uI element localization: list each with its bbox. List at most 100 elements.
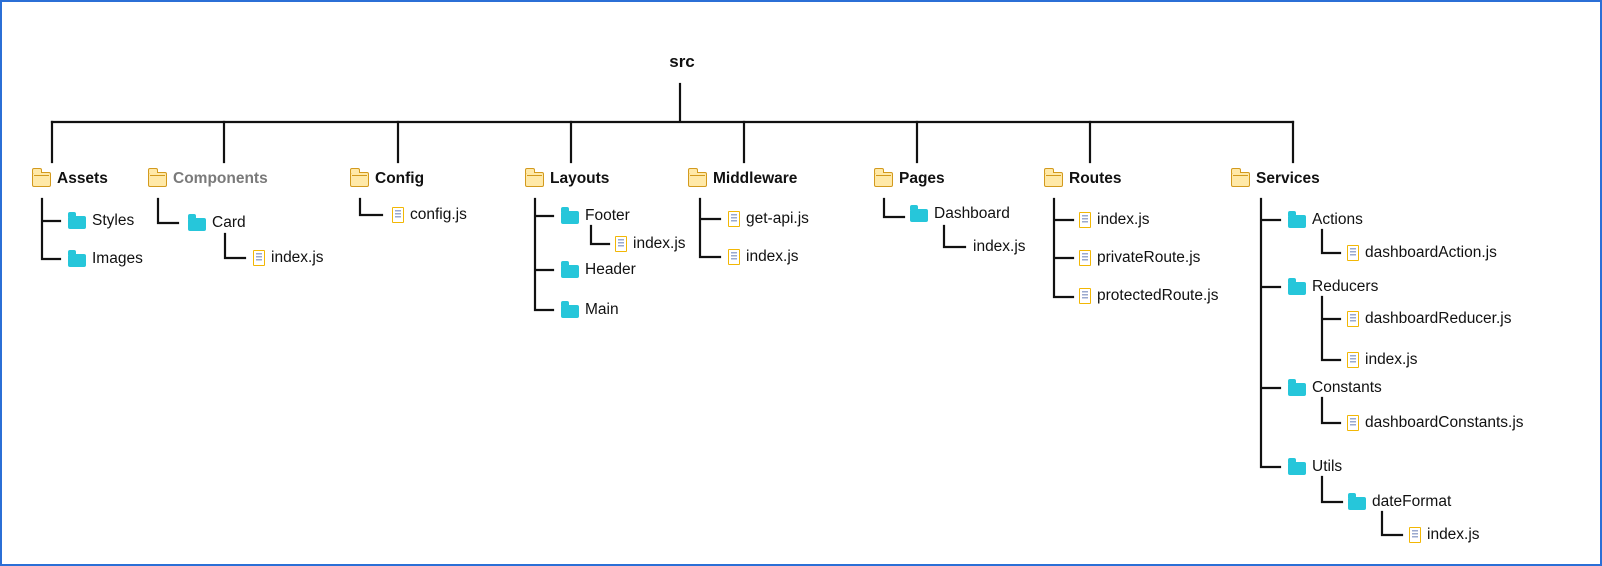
file-label: dashboardAction.js (1365, 244, 1497, 261)
folder-icon (1288, 457, 1306, 475)
folder-middleware[interactable]: Middleware (687, 167, 798, 189)
folder-constants[interactable]: Constants (1288, 378, 1382, 398)
folder-layouts[interactable]: Layouts (524, 167, 610, 189)
file-dashboard-index[interactable]: index.js (973, 237, 1026, 257)
folder-components[interactable]: Components (147, 167, 268, 189)
folder-icon (1288, 210, 1306, 228)
file-dashboard-constants[interactable]: dashboardConstants.js (1347, 413, 1524, 433)
folder-open-icon (31, 167, 51, 187)
file-label: index.js (746, 248, 799, 265)
js-file-icon (1079, 250, 1091, 266)
folder-label: Config (375, 170, 425, 187)
folder-icon (561, 206, 579, 224)
folder-open-icon (687, 167, 707, 187)
folder-label: Actions (1312, 211, 1363, 228)
folder-open-icon (147, 167, 167, 187)
file-middleware-index[interactable]: index.js (728, 247, 799, 267)
file-label: index.js (633, 235, 686, 252)
js-file-icon (1409, 527, 1421, 543)
folder-label: Assets (57, 170, 108, 187)
folder-label: Layouts (550, 170, 610, 187)
folder-routes[interactable]: Routes (1043, 167, 1122, 189)
folder-services[interactable]: Services (1230, 167, 1320, 189)
folder-icon (68, 249, 86, 267)
js-file-icon (1079, 212, 1091, 228)
js-file-icon (728, 249, 740, 265)
folder-label: Middleware (713, 170, 798, 187)
folder-pages[interactable]: Pages (873, 167, 945, 189)
folder-icon (1348, 492, 1366, 510)
file-label: index.js (1365, 351, 1418, 368)
file-label: index.js (1097, 211, 1150, 228)
folder-icon (561, 260, 579, 278)
folder-icon (68, 211, 86, 229)
file-label: index.js (1427, 526, 1480, 543)
folder-assets[interactable]: Assets (31, 167, 108, 189)
folder-label: dateFormat (1372, 493, 1452, 510)
folder-open-icon (349, 167, 369, 187)
folder-label: Card (212, 214, 246, 231)
folder-utils[interactable]: Utils (1288, 457, 1342, 477)
file-label: get-api.js (746, 210, 809, 227)
folder-main[interactable]: Main (561, 300, 619, 320)
js-file-icon (1347, 415, 1359, 431)
file-get-api[interactable]: get-api.js (728, 209, 809, 229)
js-file-icon (392, 207, 404, 223)
js-file-icon (728, 211, 740, 227)
file-label: privateRoute.js (1097, 249, 1201, 266)
file-protected-route[interactable]: protectedRoute.js (1079, 286, 1219, 306)
js-file-icon (1347, 245, 1359, 261)
folder-icon (910, 204, 928, 222)
file-private-route[interactable]: privateRoute.js (1079, 248, 1200, 268)
file-date-format-index[interactable]: index.js (1409, 525, 1480, 545)
folder-open-icon (873, 167, 893, 187)
folder-label: Constants (1312, 379, 1382, 396)
folder-label: Images (92, 250, 143, 267)
folder-date-format[interactable]: dateFormat (1348, 492, 1451, 512)
folder-config[interactable]: Config (349, 167, 425, 189)
folder-label: Utils (1312, 458, 1343, 475)
folder-label: Dashboard (934, 205, 1010, 222)
folder-icon (1288, 378, 1306, 396)
file-label: protectedRoute.js (1097, 287, 1219, 304)
file-dashboard-action[interactable]: dashboardAction.js (1347, 243, 1497, 263)
file-footer-index[interactable]: index.js (615, 234, 686, 254)
file-label: config.js (410, 206, 467, 223)
folder-header[interactable]: Header (561, 260, 636, 280)
file-dashboard-reducer[interactable]: dashboardReducer.js (1347, 309, 1512, 329)
folder-label: Styles (92, 212, 135, 229)
folder-label: Services (1256, 170, 1320, 187)
folder-reducers[interactable]: Reducers (1288, 277, 1378, 297)
root-folder-label: src (669, 52, 695, 71)
folder-open-icon (524, 167, 544, 187)
folder-label: Components (173, 170, 268, 187)
js-file-icon (1079, 288, 1091, 304)
folder-label: Pages (899, 170, 945, 187)
folder-open-icon (1043, 167, 1063, 187)
file-label: dashboardReducer.js (1365, 310, 1512, 327)
folder-actions[interactable]: Actions (1288, 210, 1363, 230)
folder-label: Header (585, 261, 636, 278)
folder-images[interactable]: Images (68, 249, 143, 269)
file-label: index.js (271, 249, 324, 266)
folder-card[interactable]: Card (188, 213, 246, 233)
js-file-icon (615, 236, 627, 252)
file-reducers-index[interactable]: index.js (1347, 350, 1418, 370)
js-file-icon (1347, 352, 1359, 368)
js-file-icon (1347, 311, 1359, 327)
file-routes-index[interactable]: index.js (1079, 210, 1150, 230)
file-label: dashboardConstants.js (1365, 414, 1524, 431)
folder-label: Reducers (1312, 278, 1379, 295)
folder-label: Routes (1069, 170, 1122, 187)
file-card-index[interactable]: index.js (253, 248, 324, 268)
folder-footer[interactable]: Footer (561, 206, 630, 226)
file-config-js[interactable]: config.js (392, 205, 467, 225)
folder-styles[interactable]: Styles (68, 211, 134, 231)
folder-icon (561, 300, 579, 318)
folder-dashboard[interactable]: Dashboard (910, 204, 1010, 224)
folder-label: Main (585, 301, 619, 318)
js-file-icon (253, 250, 265, 266)
folder-open-icon (1230, 167, 1250, 187)
